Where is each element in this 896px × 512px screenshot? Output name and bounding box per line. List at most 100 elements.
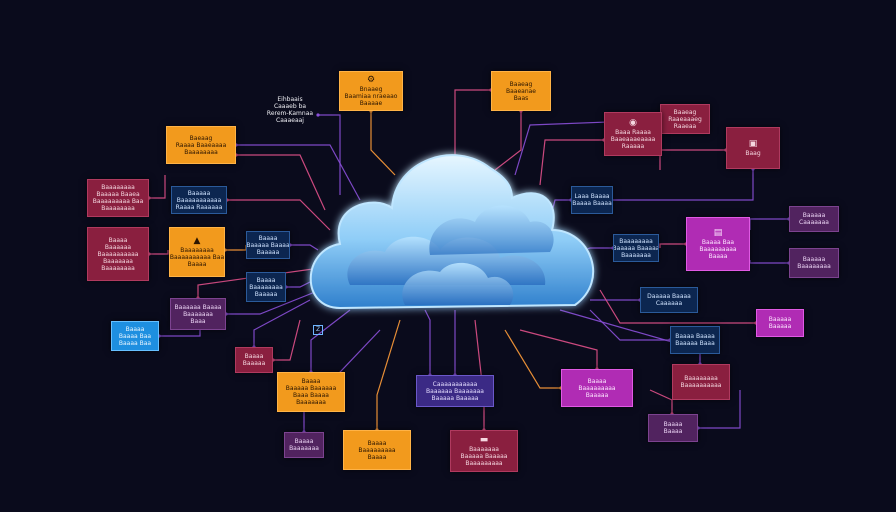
- wire-n23-25: [589, 309, 670, 341]
- wire-n2-2: [454, 89, 491, 165]
- node-text-line: Caaaeaaj: [276, 117, 304, 124]
- node-text-line: Baaaaaaaaaa: [680, 382, 722, 389]
- wire-n18-20: [749, 260, 789, 264]
- node-text-line: Baaaaaaa: [183, 310, 213, 318]
- node-text-line: Baaaa: [663, 421, 683, 428]
- node-text-line: Baaaaaaaa: [184, 148, 218, 156]
- node-text-line: Baaaaaaaa: [619, 237, 653, 245]
- node-text-line: Raaaa Baaeaaaa: [175, 141, 227, 149]
- node-text-line: Baaaaa Baaaaa: [460, 453, 508, 460]
- node-text-line: Baaaaa Baaaaaa: [285, 385, 337, 392]
- node-text-line: Baaaaaaaaa: [578, 384, 616, 392]
- node-text-line: Baaaaa: [254, 290, 278, 298]
- node-text-line: Raaeaaaeg: [668, 115, 702, 123]
- wire-n27-31: [504, 329, 561, 389]
- node-text-line: Baaaa: [301, 378, 321, 385]
- node-text-line: Baaaaa: [768, 323, 792, 330]
- wire-n7-9: [236, 154, 326, 211]
- wire-n1-0: [370, 111, 396, 176]
- node-text-line: Baaaaaa Baaaaaaa: [426, 387, 484, 395]
- node-text-line: Baaaaaaaa: [249, 283, 283, 291]
- node-text-line: Baaaaa: [768, 316, 792, 323]
- node-text-line: Baaaaaaaaaa Baa: [169, 254, 225, 261]
- node-text-line: Baaaaaaaaaa: [97, 250, 139, 258]
- node-text-line: Baaaaaaaa: [180, 247, 214, 254]
- wire-n19-21: [226, 289, 321, 315]
- node-text-line: Baaaaaaaaa: [358, 446, 396, 454]
- node-text-line: Baaaaaaa: [103, 257, 133, 265]
- wire-n32-37: [698, 390, 741, 429]
- node-text-line: Baaaaaaaa: [101, 264, 135, 272]
- small-marker-label: Z: [313, 325, 323, 335]
- wire-n12-14: [149, 250, 169, 255]
- node-text-line: Baaa: [190, 317, 206, 325]
- node-text-line: Baaaa Baaaa: [572, 200, 612, 207]
- node-text-line: Baaaa: [587, 377, 607, 385]
- node-text-line: Baaaaa Baaea: [96, 191, 140, 198]
- node-text-line: Baaaaaaa: [469, 446, 499, 453]
- node-text-line: Baaaaaaaaa: [699, 246, 737, 253]
- node-text-line: Baaaaa Baaaaa: [613, 244, 659, 252]
- node-text-line: Baaaa: [256, 276, 276, 284]
- node-text-line: Baaaaa: [242, 360, 266, 367]
- node-text-line: Baaaaa Baaa: [675, 340, 715, 347]
- folder-icon: ▬: [479, 435, 489, 445]
- node-text-line: Baaaaa Baaaa: [246, 241, 290, 249]
- node-text-line: Raaaaa: [621, 143, 645, 150]
- node-text-line: Eihbaais: [277, 96, 303, 103]
- node-text-line: Baaaae: [359, 100, 383, 107]
- node-text-line: Baaaa: [125, 325, 145, 333]
- node-text-line: Raaaa Raaaaaa: [175, 203, 223, 211]
- document-icon: ▤: [713, 228, 723, 238]
- node-text-line: Baaaaaaaa: [101, 184, 135, 191]
- node-text-line: Baaa Raaaa: [615, 129, 651, 136]
- wire-n26-29: [424, 309, 431, 375]
- node-text-line: Baaaaaaaaaaa: [176, 196, 222, 204]
- node-text-line: Baaeanae: [505, 87, 536, 95]
- wire-n3-3: [318, 114, 341, 195]
- node-text-line: Caaaaaaa: [799, 219, 829, 226]
- node-text-line: Baaaa: [244, 353, 264, 360]
- wire-n7-8: [236, 144, 361, 201]
- node-text-line: Baas: [513, 94, 529, 102]
- node-text-line: Baaaaaa: [104, 243, 132, 251]
- node-text-line: Rerem-Kamnaa: [266, 110, 314, 117]
- node-text-line: Baaaa Baa: [118, 339, 152, 347]
- node-text-line: Baaaaa: [256, 248, 280, 256]
- wire-n25-27: [310, 309, 351, 372]
- node-text-line: Baaaa: [258, 234, 278, 242]
- cloud-inner-lobe: [347, 236, 546, 285]
- node-text-line: Baaa Baaaa: [293, 392, 329, 399]
- node-text-line: Baaaaa: [802, 212, 826, 219]
- wire-endpoint-dot: [316, 113, 320, 117]
- wire-n8-10: [149, 175, 166, 199]
- node-text-line: Baaaaa: [187, 189, 211, 197]
- node-text-line: Baamiaa nraeaao: [344, 93, 398, 100]
- node-text-line: Raaeaa: [673, 122, 697, 130]
- wire-n14-16: [290, 244, 319, 251]
- node-text-line: Baaaa Baa: [701, 239, 735, 246]
- node-text-line: Baaaa: [108, 236, 128, 244]
- node-text-line: Baaaa: [367, 453, 387, 461]
- wire-n22-24: [599, 289, 756, 324]
